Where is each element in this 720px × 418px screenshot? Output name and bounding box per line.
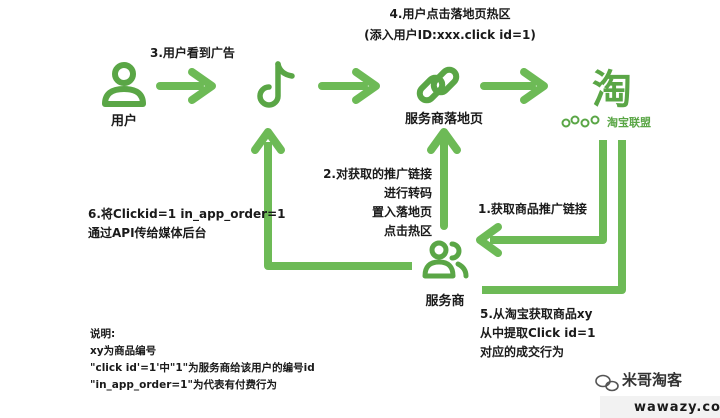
people-icon — [422, 240, 469, 279]
taobao-icon: 淘 — [561, 67, 632, 128]
step-5-line-1: 5.从淘宝获取商品xy — [480, 307, 593, 321]
watermark-site: wawazy.com — [634, 400, 720, 415]
link-icon — [416, 66, 460, 104]
step-6-line-2: 通过API传给媒体后台 — [88, 226, 207, 240]
step-5-line-3: 对应的成交行为 — [480, 345, 565, 359]
arrow-provider-to-taobao — [482, 140, 626, 294]
taobao-logo-char: 淘 — [592, 67, 632, 113]
tiktok-icon — [257, 61, 295, 108]
step-6-line-1: 6.将Clickid=1 in_app_order=1 — [88, 207, 286, 221]
step-2-line-2: 进行转码 — [383, 186, 432, 200]
notes-line-1: xy为商品编号 — [90, 345, 157, 357]
wechat-icon — [595, 374, 619, 392]
step-3-label: 3.用户看到广告 — [150, 46, 235, 60]
step-5-line-2: 从中提取Click id=1 — [480, 326, 596, 340]
arrow-provider-to-media — [251, 128, 412, 270]
taobao-union-logo-dots — [561, 115, 600, 128]
arrow-tiktok-to-landing — [318, 68, 380, 104]
notes-line-3: "in_app_order=1"为代表有付费行为 — [90, 379, 277, 391]
step-2-line-1: 2.对获取的推广链接 — [323, 167, 432, 181]
step-2-line-4: 点击热区 — [383, 224, 432, 238]
notes-line-2: "click id'=1'中"1"为服务商给该用户的编号id — [90, 362, 315, 374]
arrow-taobao-to-provider — [476, 140, 607, 257]
node-label-service-provider: 服务商 — [425, 294, 465, 309]
user-icon — [102, 62, 146, 107]
node-label-user: 用户 — [110, 114, 137, 129]
step-2-line-3: 置入落地页 — [371, 205, 432, 219]
step-1-label: 1.获取商品推广链接 — [478, 202, 587, 216]
notes-title: 说明: — [90, 328, 116, 340]
node-label-merchant-landing: 服务商落地页 — [404, 112, 483, 127]
arrow-landing-to-taobao — [480, 68, 548, 104]
watermark-bar — [600, 396, 720, 418]
watermark-account: 米哥淘客 — [622, 371, 683, 389]
step-4-line-2: (添入用户ID:xxx.click id=1) — [364, 28, 536, 42]
node-label-taobao-union: 淘宝联盟 — [607, 116, 651, 129]
arrow-provider-to-landing — [427, 128, 461, 230]
arrow-user-to-tiktok — [156, 68, 216, 104]
step-4-line-1: 4.用户点击落地页热区 — [389, 7, 511, 21]
